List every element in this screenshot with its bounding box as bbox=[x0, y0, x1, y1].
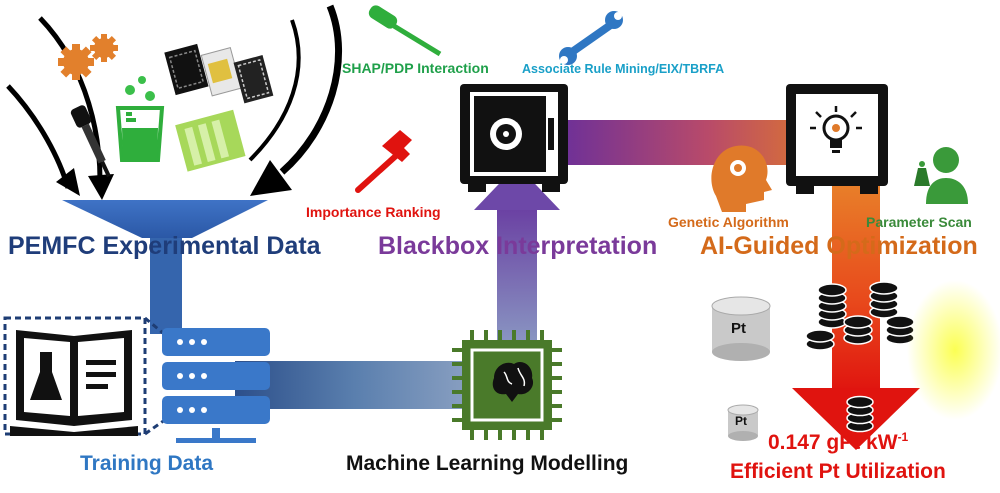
flow-arrow-ml-to-blackbox bbox=[497, 206, 537, 352]
flow-arrowhead-up bbox=[474, 165, 560, 210]
coin-stack-icon bbox=[805, 281, 915, 433]
head-gear-icon bbox=[711, 145, 772, 212]
funnel-icon bbox=[62, 200, 268, 238]
brain-icon bbox=[492, 361, 534, 402]
pt-label-small: Pt bbox=[735, 414, 747, 428]
chip-icon bbox=[452, 330, 562, 440]
stage-label-ml: Machine Learning Modelling bbox=[346, 452, 629, 475]
beaker-icon bbox=[115, 76, 165, 162]
hammer-icon bbox=[355, 130, 412, 193]
funnel-down-stem bbox=[150, 238, 182, 334]
curved-arrow-left bbox=[6, 84, 71, 189]
flow-arrow-down-to-result bbox=[832, 160, 880, 392]
stage-label-optimization: AI-Guided Optimization bbox=[700, 232, 978, 260]
curved-arrow-right-inner bbox=[248, 19, 301, 162]
method-label-associate: Associate Rule Mining/EIX/TBRFA bbox=[522, 62, 725, 76]
stage-label-training: Training Data bbox=[80, 452, 214, 475]
scientist-icon bbox=[914, 147, 968, 204]
curved-arrow-right bbox=[279, 4, 343, 175]
server-icon bbox=[162, 328, 270, 443]
pt-cylinder-icon bbox=[727, 404, 759, 441]
glow-highlight bbox=[907, 280, 1000, 420]
screwdriver-icon bbox=[368, 5, 442, 57]
curved-arrow-left-inner-head bbox=[88, 174, 114, 200]
book-icon bbox=[3, 316, 177, 436]
result-value: 0.147 gPt kW-1 bbox=[768, 430, 908, 455]
curved-arrow-right-head bbox=[250, 160, 292, 196]
gear-icon bbox=[58, 34, 118, 80]
result-value-text: 0.147 gPt kW bbox=[768, 431, 898, 454]
membrane-icon bbox=[164, 43, 274, 172]
curved-arrow-left-inner bbox=[38, 16, 103, 181]
pt-label-large: Pt bbox=[731, 320, 746, 337]
pt-cylinder-icon bbox=[711, 296, 771, 361]
safe-icon bbox=[460, 84, 568, 192]
dropper-icon bbox=[70, 105, 111, 178]
result-caption: Efficient Pt Utilization bbox=[730, 460, 946, 483]
curved-arrow-left-head bbox=[56, 168, 80, 196]
wrench-icon bbox=[559, 11, 623, 65]
method-label-scan: Parameter Scan bbox=[866, 214, 972, 230]
method-label-genetic: Genetic Algorithm bbox=[668, 214, 789, 230]
stage-label-blackbox: Blackbox Interpretation bbox=[378, 232, 658, 260]
bulb-icon bbox=[786, 84, 888, 194]
method-label-importance: Importance Ranking bbox=[306, 204, 441, 220]
stage-label-experimental: PEMFC Experimental Data bbox=[8, 232, 321, 260]
method-label-shap: SHAP/PDP Interaction bbox=[342, 60, 489, 76]
flow-arrow-blackbox-to-optimization bbox=[556, 120, 831, 165]
result-exponent: -1 bbox=[897, 430, 909, 444]
flow-arrow-training-to-ml bbox=[235, 361, 501, 409]
